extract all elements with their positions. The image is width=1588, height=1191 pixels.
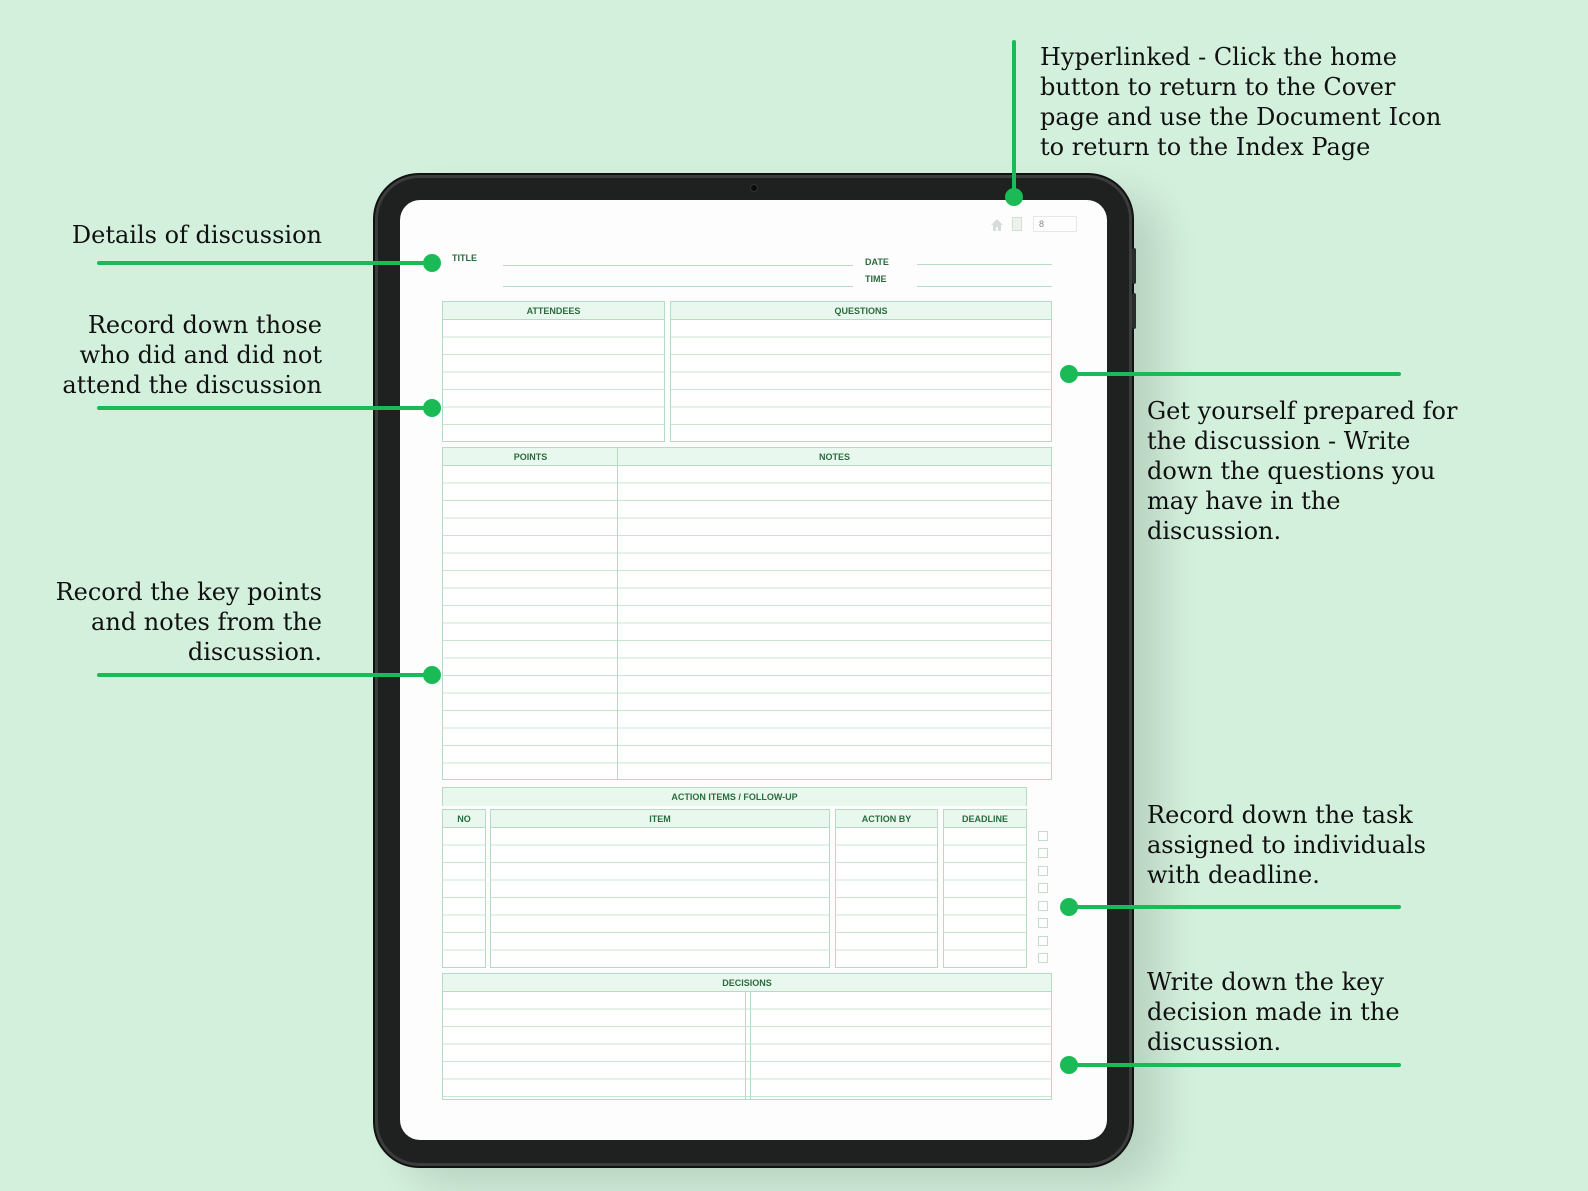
- checkbox-icon[interactable]: [1038, 831, 1048, 841]
- side-button: [1132, 248, 1136, 284]
- leader-dot: [423, 399, 441, 417]
- time-line[interactable]: [917, 286, 1052, 287]
- decisions-divider-right: [750, 992, 751, 1099]
- points-notes-header: POINTS NOTES: [443, 448, 1051, 466]
- action-no-column[interactable]: NO: [442, 809, 486, 968]
- callout-hyperlinked: Hyperlinked - Click the home button to r…: [1040, 43, 1442, 161]
- points-header: POINTS: [513, 452, 548, 462]
- checkbox-icon[interactable]: [1038, 866, 1048, 876]
- action-items-title: ACTION ITEMS / FOLLOW-UP: [442, 787, 1027, 806]
- planner-screen: 8 TITLE DATE TIME ATTENDEES QUESTIONS PO…: [400, 200, 1107, 1140]
- leader-decisions: [1068, 1063, 1401, 1067]
- side-button: [1132, 293, 1136, 329]
- home-icon[interactable]: [990, 218, 1004, 232]
- camera: [750, 184, 758, 192]
- leader-hyperlinked: [1012, 40, 1016, 195]
- title-line-2[interactable]: [503, 286, 853, 287]
- leader-attendees: [97, 406, 432, 410]
- leader-dot: [423, 666, 441, 684]
- attendees-box[interactable]: ATTENDEES: [442, 301, 665, 442]
- checkbox-icon[interactable]: [1038, 918, 1048, 928]
- decisions-divider-left: [745, 992, 746, 1099]
- leader-dot: [1005, 188, 1023, 206]
- leader-dot: [1060, 898, 1078, 916]
- leader-questions: [1068, 372, 1401, 376]
- action-items-header: ACTION ITEMS / FOLLOW-UP: [443, 788, 1026, 806]
- callout-questions: Get yourself prepared for the discussion…: [1147, 397, 1458, 545]
- notes-header: NOTES: [818, 452, 850, 462]
- deadline-column[interactable]: DEADLINE: [943, 809, 1027, 968]
- callout-tasks: Record down the task assigned to individ…: [1147, 801, 1426, 889]
- callout-attendees: Record down those who did and did not at…: [62, 311, 322, 399]
- questions-box[interactable]: QUESTIONS: [670, 301, 1052, 442]
- tablet-frame: 8 TITLE DATE TIME ATTENDEES QUESTIONS PO…: [375, 175, 1136, 1166]
- time-label: TIME: [865, 274, 887, 284]
- points-notes-box[interactable]: POINTS NOTES: [442, 447, 1052, 780]
- callout-details: Details of discussion: [71, 221, 322, 249]
- no-header: NO: [443, 810, 485, 828]
- date-line[interactable]: [917, 264, 1052, 265]
- checkbox-icon[interactable]: [1038, 848, 1048, 858]
- date-label: DATE: [865, 257, 889, 267]
- action-by-column[interactable]: ACTION BY: [835, 809, 938, 968]
- leader-dot: [423, 254, 441, 272]
- title-line[interactable]: [503, 265, 853, 266]
- leader-tasks: [1068, 905, 1401, 909]
- callout-decisions: Write down the key decision made in the …: [1147, 968, 1400, 1056]
- checkbox-icon[interactable]: [1038, 883, 1048, 893]
- checkbox-icon[interactable]: [1038, 936, 1048, 946]
- points-divider: [617, 448, 618, 779]
- leader-details: [97, 261, 432, 265]
- action-by-header: ACTION BY: [836, 810, 937, 828]
- document-icon[interactable]: [1012, 217, 1022, 231]
- leader-dot: [1060, 1056, 1078, 1074]
- action-item-column[interactable]: ITEM: [490, 809, 830, 968]
- decisions-box[interactable]: DECISIONS: [442, 973, 1052, 1100]
- decisions-header: DECISIONS: [443, 974, 1051, 992]
- deadline-header: DEADLINE: [944, 810, 1026, 828]
- page-number: 8: [1033, 216, 1077, 232]
- title-label: TITLE: [452, 253, 477, 263]
- checkbox-icon[interactable]: [1038, 901, 1048, 911]
- attendees-header: ATTENDEES: [443, 302, 664, 320]
- leader-dot: [1060, 365, 1078, 383]
- leader-keypoints: [97, 673, 432, 677]
- item-header: ITEM: [491, 810, 829, 828]
- checkbox-icon[interactable]: [1038, 953, 1048, 963]
- questions-header: QUESTIONS: [671, 302, 1051, 320]
- callout-keypoints: Record the key points and notes from the…: [55, 578, 322, 666]
